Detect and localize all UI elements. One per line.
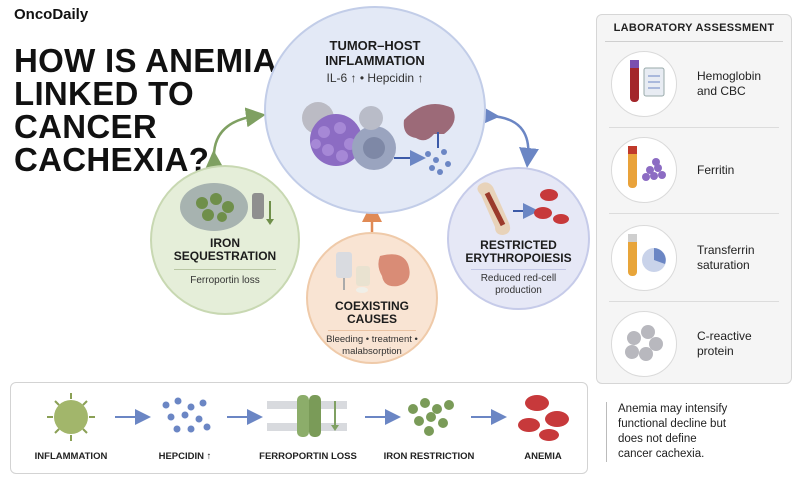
red-blood-cells-icon [518,395,569,441]
erythro-subtitle: Reduced red-cell production [480,273,557,296]
brand-logo: OncoDaily [14,6,89,23]
laboratory-assessment-panel: LABORATORY ASSESSMENT Hemoglobin and CBC… [596,14,792,384]
lab-item-transferrin: Transferrin saturation [697,243,755,272]
ferroportin-membrane-icon [267,395,347,437]
crp-molecule-icon [611,311,677,377]
ferritin-tube-icon [611,137,677,203]
blood-tube-clipboard-icon [611,51,677,117]
iron-subtitle: Ferroportin loss [190,275,260,286]
bone-marrow-icon [477,182,569,235]
flow-icons [47,393,569,441]
flow-step-anemia: ANEMIA [524,451,562,462]
macrophage-iron-icon [180,183,274,231]
divider [609,127,779,128]
transferrin-tube-pie-icon [611,225,677,291]
inflammation-cell-icon [47,393,95,441]
causes-title: COEXISTING CAUSES [334,299,409,326]
page-title: HOW IS ANEMIA LINKED TO CANCER CACHEXIA? [14,44,277,176]
lab-heading: LABORATORY ASSESSMENT [613,22,775,34]
note-accent-bar [606,402,607,462]
flow-step-inflammation: INFLAMMATION [34,451,108,462]
divider [174,269,276,270]
causes-icon [336,252,410,293]
flow-step-iron-restriction: IRON RESTRICTION [383,451,475,462]
iron-cluster-icon [408,398,454,436]
restricted-erythropoiesis-circle: RESTRICTED ERYTHROPOIESIS Reduced red-ce… [447,167,590,310]
flow-step-hepcidin: HEPCIDIN ↑ [158,451,212,462]
title-line: HOW IS ANEMIA [14,42,278,79]
iron-title: IRON SEQUESTRATION [173,236,277,263]
title-line: LINKED TO [14,75,194,112]
lab-item-ferritin: Ferritin [697,163,735,177]
tumor-cells-icon [302,102,455,175]
coexisting-causes-circle: COEXISTING CAUSES Bleeding • treatment •… [306,232,438,364]
title-line: CANCER [14,108,157,145]
divider [471,269,566,270]
erythro-title: RESTRICTED ERYTHROPOIESIS [465,238,572,265]
divider [609,213,779,214]
causes-subtitle: Bleeding • treatment • malabsorption [326,334,418,357]
hepcidin-dots-icon [162,397,211,433]
footnote: Anemia may intensify functional decline … [618,403,728,460]
tumor-host-inflammation-circle: TUMOR–HOST INFLAMMATION IL-6 ↑ • Hepcidi… [264,6,486,214]
iron-sequestration-circle: IRON SEQUESTRATION Ferroportin loss [150,165,300,315]
divider [328,330,416,331]
inflammation-subtitle: IL-6 ↑ • Hepcidin ↑ [326,71,424,85]
divider [609,301,779,302]
divider [605,41,783,42]
title-line: CACHEXIA? [14,141,210,178]
arrow-iron-to-center [204,107,266,171]
lab-item-crp: C-reactive protein [697,329,752,358]
inflammation-title: TUMOR–HOST INFLAMMATION [325,38,425,68]
flow-step-ferroportin-loss: FERROPORTIN LOSS [259,451,357,462]
lab-item-hemoglobin: Hemoglobin and CBC [697,69,762,98]
arrow-center-to-erythro [479,105,539,168]
mechanism-flow-strip: INFLAMMATION HEPCIDIN ↑ FERROPORTIN LOSS… [10,382,588,474]
